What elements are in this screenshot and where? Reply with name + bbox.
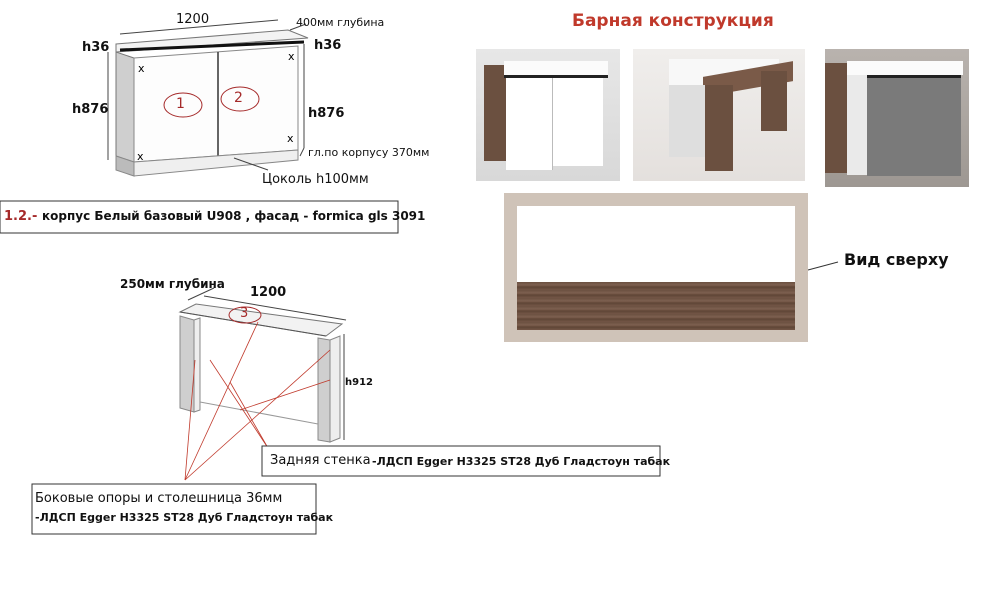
cabinet-height-left: h876 xyxy=(72,102,109,117)
cabinet-depth-label: 400мм глубина xyxy=(296,16,385,29)
top-view-label: Вид сверху xyxy=(844,250,949,269)
render-back-view xyxy=(633,49,805,181)
svg-text:x: x xyxy=(288,50,295,63)
cabinet-height-right: h876 xyxy=(308,106,345,121)
render-title: Барная конструкция xyxy=(572,11,774,31)
cabinet-top-thickness-left: h36 xyxy=(82,40,110,55)
bar-height-label: h912 xyxy=(345,377,373,388)
supports-title: Боковые опоры и столешница 36мм xyxy=(35,491,283,506)
render-side-view xyxy=(825,49,969,187)
supports-material: -ЛДСП Egger H3325 ST28 Дуб Гладстоун таб… xyxy=(35,511,334,524)
spec-text: корпус Белый базовый U908 , фасад - form… xyxy=(42,209,426,223)
panel-number-3: 3 xyxy=(240,306,249,321)
render-front-view xyxy=(476,49,620,181)
plinth-label: Цоколь h100мм xyxy=(262,172,369,187)
bar-width-label: 1200 xyxy=(250,285,287,300)
door-number-2: 2 xyxy=(234,90,243,106)
svg-text:x: x xyxy=(137,150,144,163)
spec-number: 1.2.- xyxy=(4,209,38,224)
cabinet-top-thickness-right: h36 xyxy=(314,38,342,53)
back-wall-title: Задняя стенка xyxy=(270,453,371,468)
svg-text:x: x xyxy=(287,132,294,145)
back-wall-material: -ЛДСП Egger H3325 ST28 Дуб Гладстоун таб… xyxy=(372,455,671,468)
svg-text:x: x xyxy=(138,62,145,75)
door-number-1: 1 xyxy=(176,96,185,112)
bar-depth-label: 250мм глубина xyxy=(120,277,225,291)
top-view-render xyxy=(504,193,808,342)
cabinet-width-label: 1200 xyxy=(176,12,210,27)
cabinet-inner-depth: гл.по корпусу 370мм xyxy=(308,146,430,159)
